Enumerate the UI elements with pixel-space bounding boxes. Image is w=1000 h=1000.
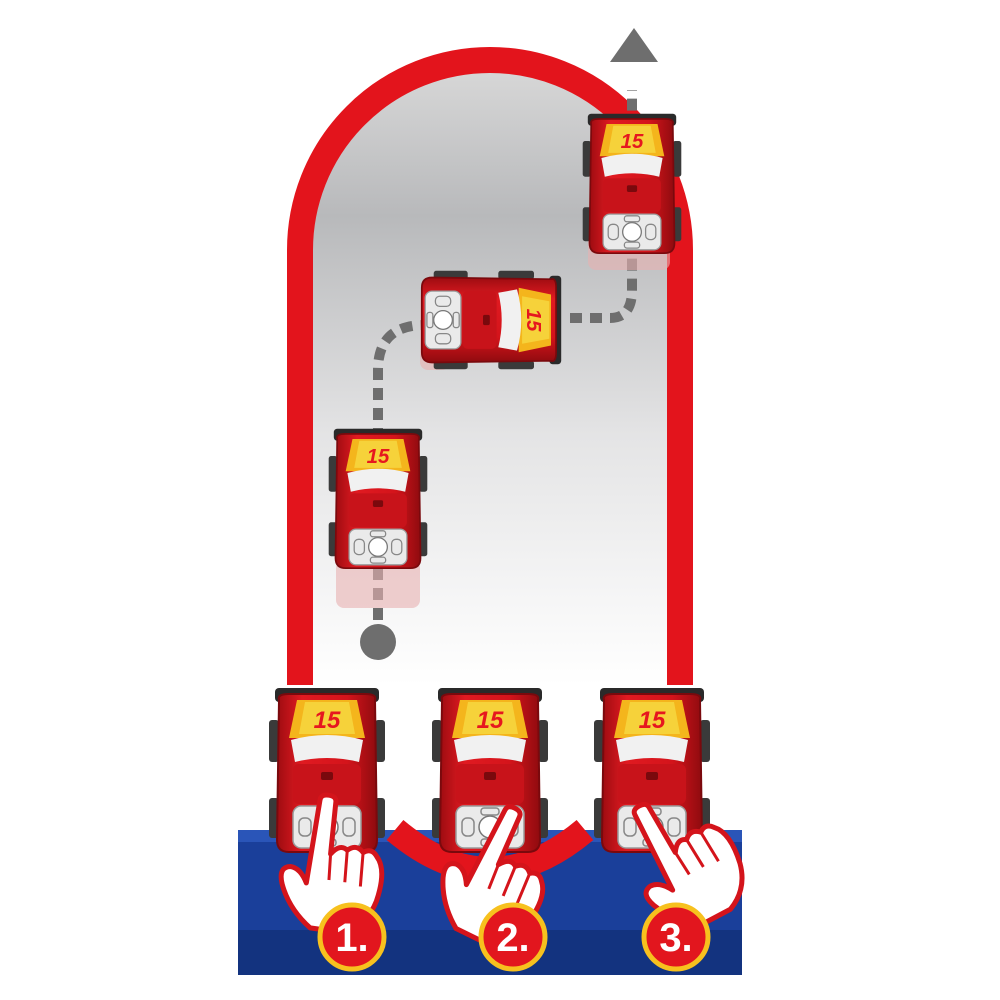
car-icon bbox=[431, 687, 549, 853]
car-icon bbox=[327, 427, 429, 570]
dotted-path bbox=[373, 90, 637, 640]
start-dot bbox=[360, 624, 396, 660]
step-badge-3: 3. bbox=[641, 902, 711, 972]
step-label: 1. bbox=[335, 916, 368, 960]
car-icon bbox=[420, 269, 563, 371]
step-label: 2. bbox=[496, 916, 529, 960]
arrow-up-icon bbox=[610, 28, 658, 62]
car-icon bbox=[581, 112, 683, 255]
step-badge-2: 2. bbox=[478, 902, 548, 972]
step-badge-1: 1. bbox=[317, 902, 387, 972]
car-ghost-trail bbox=[336, 560, 420, 608]
step-label: 3. bbox=[659, 916, 692, 960]
